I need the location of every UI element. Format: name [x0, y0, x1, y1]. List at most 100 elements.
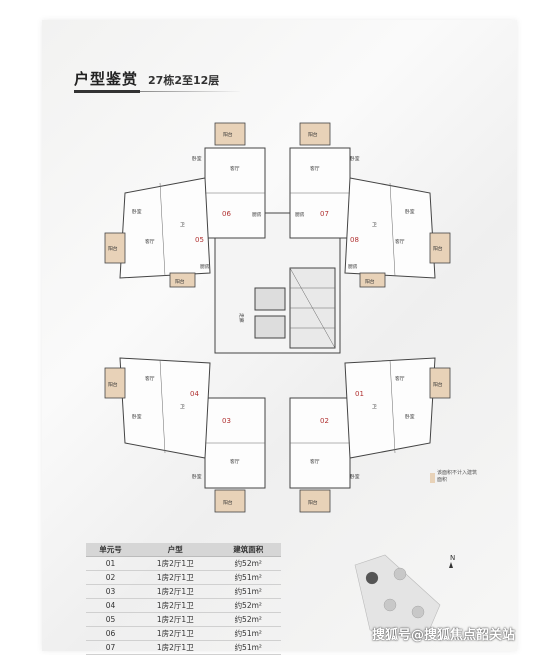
- table-cell: 约51m²: [215, 584, 281, 599]
- room-label-balcony: 阳台: [108, 381, 118, 388]
- watermark: 搜狐号@搜狐焦点韶关站: [372, 628, 516, 643]
- room-label-living: 客厅: [145, 238, 155, 245]
- highlighted-building-marker: [366, 572, 378, 584]
- table-cell: 03: [86, 584, 136, 599]
- table-row: 03 1房2厅1卫 约51m²: [86, 584, 281, 599]
- legend-text: 该面积不计入建筑面积: [437, 470, 478, 483]
- table-header-row: 单元号 户型 建筑面积: [86, 543, 281, 557]
- table-row: 01 1房2厅1卫 约52m²: [86, 556, 281, 571]
- room-label-bedroom: 卧室: [192, 155, 202, 162]
- room-label-balcony: 阳台: [433, 381, 443, 388]
- balcony-05-small: [169, 272, 196, 288]
- table-cell: 02: [86, 570, 136, 585]
- table-cell: 01: [86, 556, 136, 571]
- page-header: 户型鉴赏 27栋2至12层: [74, 68, 219, 88]
- unit-04-block: [119, 357, 211, 459]
- legend-swatch: [430, 473, 435, 483]
- table-cell: 05: [86, 612, 136, 627]
- balcony-06: [214, 122, 246, 146]
- building-marker: [383, 598, 397, 612]
- balcony-07: [299, 122, 331, 146]
- unit-number-05: 05: [195, 236, 204, 244]
- room-label-kitchen: 厨房: [295, 211, 305, 218]
- table-row: 04 1房2厅1卫 约52m²: [86, 598, 281, 613]
- table-cell: 04: [86, 598, 136, 613]
- table-cell: 1房2厅1卫: [135, 612, 216, 627]
- room-label-balcony: 阳台: [108, 245, 118, 252]
- table-cell: 约52m²: [215, 598, 281, 613]
- room-label-balcony: 阳台: [223, 131, 233, 138]
- room-label-living: 客厅: [395, 375, 405, 382]
- room-label-kitchen: 厨房: [348, 263, 358, 270]
- table-cell: 1房2厅1卫: [135, 556, 216, 571]
- table-cell: 约52m²: [215, 556, 281, 571]
- table-row: 06 1房2厅1卫 约51m²: [86, 626, 281, 641]
- north-arrow-label: N: [450, 554, 455, 562]
- room-label-kitchen: 厨房: [252, 211, 262, 218]
- room-label-corridor: 走廊: [238, 313, 245, 323]
- table-cell: 1房2厅1卫: [135, 626, 216, 641]
- room-label-balcony: 阳台: [175, 278, 185, 285]
- table-row: 02 1房2厅1卫 约51m²: [86, 570, 281, 585]
- room-label-living: 客厅: [230, 458, 240, 465]
- table-header: 建筑面积: [215, 543, 281, 557]
- room-label-wc: 卫: [180, 404, 185, 410]
- balcony-08-small: [359, 272, 386, 288]
- elevator-2: [254, 315, 286, 339]
- page-title: 户型鉴赏: [74, 70, 139, 88]
- north-arrow-icon: [449, 562, 453, 568]
- room-label-balcony: 阳台: [308, 131, 318, 138]
- elevator-1: [254, 287, 286, 311]
- room-label-bedroom: 卧室: [132, 208, 142, 215]
- unit-number-08: 08: [350, 236, 359, 244]
- table-cell: 1房2厅1卫: [135, 584, 216, 599]
- room-label-balcony: 阳台: [365, 278, 375, 285]
- balcony-01: [429, 367, 451, 399]
- room-label-balcony: 阳台: [433, 245, 443, 252]
- balcony-04: [104, 367, 126, 399]
- room-label-bedroom: 卧室: [350, 473, 360, 480]
- room-label-living: 客厅: [310, 165, 320, 172]
- building-marker: [411, 605, 425, 619]
- page-subtitle: 27栋2至12层: [148, 74, 220, 87]
- room-label-living: 客厅: [230, 165, 240, 172]
- balcony-08: [429, 232, 451, 264]
- balcony-03: [214, 489, 246, 513]
- room-label-balcony: 阳台: [308, 499, 318, 506]
- room-label-wc: 卫: [372, 404, 377, 410]
- room-label-wc: 卫: [372, 222, 377, 228]
- table-cell: 约51m²: [215, 640, 281, 655]
- title-underline: [74, 90, 140, 93]
- table-header: 户型: [135, 543, 216, 557]
- table-cell: 1房2厅1卫: [135, 640, 216, 655]
- table-cell: 06: [86, 626, 136, 641]
- unit-01-block: [344, 357, 436, 459]
- room-label-living: 客厅: [145, 375, 155, 382]
- unit-05-block: [119, 177, 211, 279]
- unit-area-table: 单元号 户型 建筑面积 01 1房2厅1卫 约52m² 02 1房2厅1卫 约5…: [86, 543, 281, 655]
- room-label-living: 客厅: [310, 458, 320, 465]
- table-row: 07 1房2厅1卫 约51m²: [86, 640, 281, 655]
- unit-number-03: 03: [222, 417, 231, 425]
- title-rule: [140, 91, 240, 92]
- unit-number-06: 06: [222, 210, 231, 218]
- table-cell: 约51m²: [215, 626, 281, 641]
- room-label-bedroom: 卧室: [405, 208, 415, 215]
- room-label-bedroom: 卧室: [405, 413, 415, 420]
- room-label-balcony: 阳台: [223, 499, 233, 506]
- balcony-02: [299, 489, 331, 513]
- table-cell: 约51m²: [215, 570, 281, 585]
- unit-number-01: 01: [355, 390, 364, 398]
- room-label-kitchen: 厨房: [200, 263, 210, 270]
- table-cell: 约52m²: [215, 612, 281, 627]
- unit-number-04: 04: [190, 390, 199, 398]
- legend: 该面积不计入建筑面积: [430, 470, 478, 488]
- room-label-bedroom: 卧室: [192, 473, 202, 480]
- room-label-bedroom: 卧室: [350, 155, 360, 162]
- room-label-bedroom: 卧室: [132, 413, 142, 420]
- site-plan: N: [354, 554, 455, 641]
- room-label-living: 客厅: [395, 238, 405, 245]
- balcony-05: [104, 232, 126, 264]
- room-label-wc: 卫: [180, 222, 185, 228]
